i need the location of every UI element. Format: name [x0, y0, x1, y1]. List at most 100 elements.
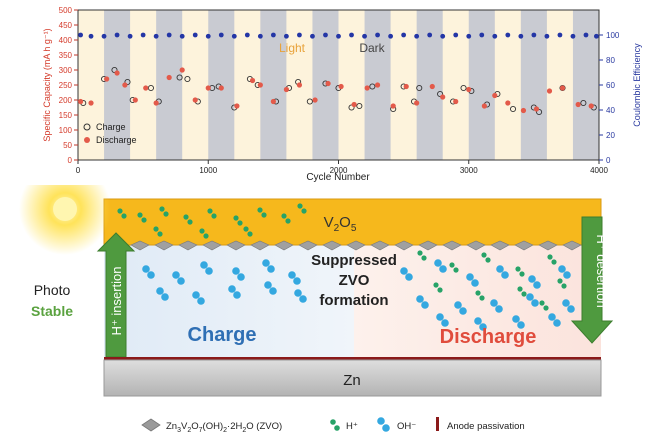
dark-band — [520, 10, 547, 160]
v2o5-label: V2O5 — [324, 214, 357, 234]
h-plus-ion — [247, 231, 253, 237]
point-discharge — [429, 83, 435, 90]
h-plus-ion — [285, 218, 291, 224]
point-efficiency — [166, 32, 172, 38]
oh-minus-ion — [269, 287, 277, 295]
point-charge — [348, 104, 355, 111]
h-insertion-label: H⁺ insertion — [109, 267, 124, 336]
point-efficiency — [349, 32, 354, 38]
point-efficiency — [244, 32, 250, 38]
zvo-deposit — [442, 240, 462, 251]
h-plus-ion — [159, 206, 165, 212]
oh-minus-ion — [490, 299, 498, 307]
zvo-formula-part: O (ZVO) — [246, 421, 282, 432]
discharge-region — [354, 245, 601, 357]
point-discharge — [520, 107, 527, 114]
point-charge — [124, 78, 131, 86]
h-plus-ion — [521, 291, 527, 297]
y-tick-label: 100 — [59, 126, 73, 135]
point-efficiency — [570, 33, 576, 39]
oh-minus-ion — [495, 305, 503, 313]
point-discharge — [588, 103, 594, 109]
point-discharge — [466, 86, 472, 93]
zvo-deposit — [202, 240, 222, 251]
h-plus-ion — [453, 267, 459, 273]
h-desertion-arrow: H⁺ desertion — [570, 216, 614, 344]
point-discharge — [153, 100, 159, 106]
h-plus-ion — [141, 217, 147, 223]
point-discharge — [283, 86, 289, 93]
h-plus-ion — [437, 287, 443, 293]
point-discharge — [575, 101, 581, 108]
point-efficiency — [297, 32, 302, 38]
point-discharge — [338, 83, 344, 90]
point-charge — [437, 90, 444, 98]
point-efficiency — [218, 32, 224, 38]
oh-minus-ion — [156, 287, 164, 295]
zvo-deposit — [562, 240, 582, 251]
h-plus-ion — [479, 295, 485, 301]
h-plus-ion — [421, 255, 427, 261]
point-charge — [184, 75, 191, 83]
dark-band — [572, 10, 599, 160]
y2-tick-label: 100 — [606, 31, 620, 40]
y2-tick-label: 40 — [606, 106, 615, 115]
point-efficiency — [440, 33, 446, 39]
data-points — [78, 32, 599, 116]
point-discharge — [559, 85, 566, 91]
oh-minus-ion — [293, 277, 301, 285]
h-plus-ion — [261, 212, 267, 218]
point-charge — [306, 98, 313, 105]
point-discharge — [205, 85, 211, 91]
dark-band — [260, 10, 287, 160]
h-plus-ion — [153, 226, 159, 232]
point-efficiency — [310, 33, 315, 39]
zvo-surface-deposits — [130, 240, 582, 251]
point-discharge — [390, 103, 396, 109]
oh-minus-ion — [517, 321, 525, 329]
h-plus-ion — [417, 250, 423, 256]
y-tick-label: 0 — [68, 156, 73, 165]
legend-discharge-label: Discharge — [96, 135, 137, 145]
point-discharge — [374, 82, 381, 88]
point-efficiency — [531, 32, 537, 38]
point-discharge — [453, 98, 459, 105]
h-plus-ion — [547, 254, 553, 260]
oh-minus-legend-label: OH⁻ — [397, 421, 416, 432]
point-efficiency — [414, 33, 420, 39]
point-discharge — [132, 97, 138, 103]
oh-minus-ion — [228, 285, 236, 293]
oh-minus-ion — [474, 317, 482, 325]
point-efficiency — [388, 33, 393, 39]
anode-passivation-line — [104, 357, 601, 360]
x-tick-label: 2000 — [330, 166, 348, 175]
h-plus-legend-label: H⁺ — [346, 421, 358, 432]
h-plus-ion — [183, 214, 189, 220]
photo-label: Photo — [34, 282, 71, 298]
dark-band — [468, 10, 495, 160]
y-tick-label: 450 — [59, 21, 73, 30]
oh-minus-ion — [264, 281, 272, 289]
oh-minus-ion — [400, 267, 408, 275]
h-plus-ion — [449, 262, 455, 268]
h-plus-ion — [237, 220, 243, 226]
point-discharge — [179, 67, 185, 73]
point-efficiency — [492, 33, 498, 39]
charge-region — [104, 245, 354, 357]
zvo-deposit — [514, 240, 534, 251]
zvo-deposit — [418, 240, 438, 251]
y2-tick-label: 20 — [606, 131, 615, 140]
point-discharge — [440, 94, 446, 100]
zn-label: Zn — [343, 372, 361, 389]
point-efficiency — [401, 32, 407, 38]
point-efficiency — [593, 33, 599, 39]
sun-icon — [53, 197, 77, 221]
center-text-line-2: ZVO — [339, 272, 370, 289]
point-discharge — [492, 92, 498, 99]
h-plus-ion — [557, 278, 563, 284]
dark-band — [416, 10, 443, 160]
point-discharge — [78, 98, 84, 105]
point-discharge — [312, 97, 318, 103]
point-discharge — [104, 76, 110, 82]
